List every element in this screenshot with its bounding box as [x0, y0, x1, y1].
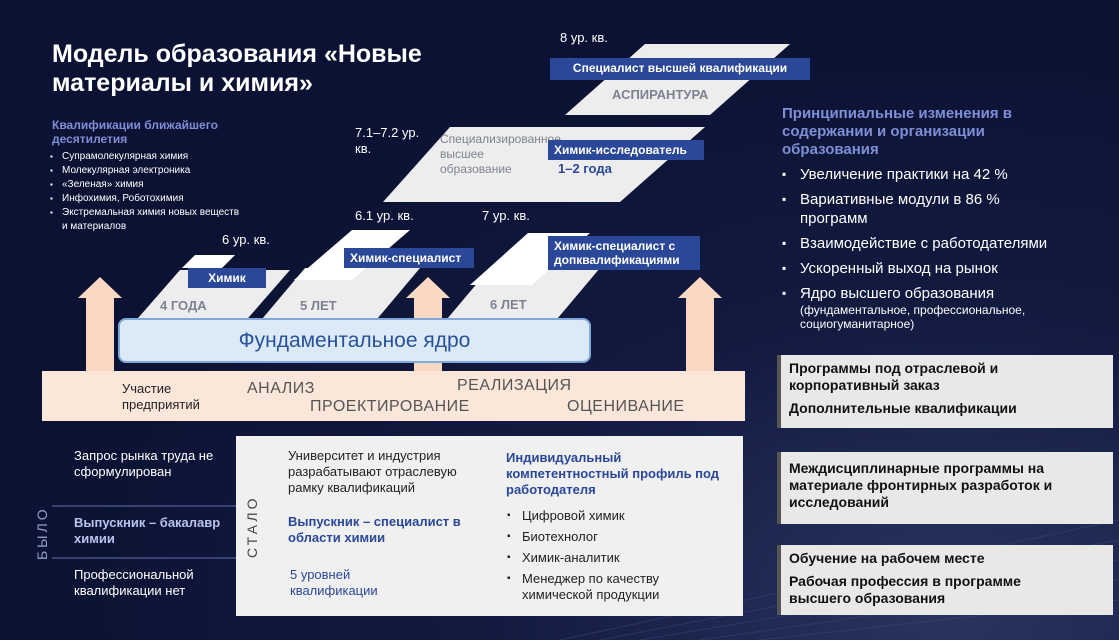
- chemist-label: Химик: [188, 268, 266, 288]
- principle-item: Взаимодействие с работодателями: [780, 234, 1100, 253]
- profile-item: Цифровой химик: [506, 508, 721, 524]
- platform-5-years: [257, 268, 420, 325]
- qualifications-list: Супрамолекулярная химия Молекулярная эле…: [50, 150, 240, 234]
- became-row-2: Выпускник – специалист в области химии: [288, 514, 461, 545]
- principle-item-core: Ядро высшего образования (фундаментально…: [780, 284, 1100, 331]
- years-6-label: 6 ЛЕТ: [490, 297, 527, 312]
- years-4-label: 4 ГОДА: [160, 298, 207, 313]
- box-workplace-learning: Обучение на рабочем месте Рабочая профес…: [777, 545, 1113, 615]
- chemist-researcher-label: Химик-исследователь: [548, 140, 704, 160]
- principle-core-text: Ядро высшего образования: [800, 285, 995, 302]
- box-industry-line2: Дополнительные квалификации: [789, 400, 1017, 416]
- qualifications-heading: Квалификации ближайшего десятилетия: [52, 118, 218, 146]
- became-row-3: 5 уровней квалификации: [290, 567, 378, 598]
- stage-evaluation: ОЦЕНИВАНИЕ: [567, 398, 685, 415]
- arrow-up-right: [678, 277, 722, 372]
- principles-list: Увеличение практики на 42 % Вариативные …: [780, 165, 1100, 337]
- chemist-specialist-label: Химик-специалист: [344, 248, 474, 268]
- level-8-label: 8 ур. кв.: [560, 30, 608, 45]
- profile-list: Цифровой химик Биотехнолог Химик-аналити…: [506, 508, 721, 608]
- became-row-1: Университет и индустрия разрабатывают от…: [288, 448, 457, 495]
- level-6-1-label: 6.1 ур. кв.: [355, 208, 414, 223]
- profile-item: Менеджер по качеству химической продукци…: [506, 571, 721, 603]
- box-workplace-line1: Обучение на рабочем месте: [789, 550, 985, 566]
- qualification-item: Инфохимия, Роботохимия: [50, 192, 240, 206]
- profile-item: Биотехнолог: [506, 529, 721, 545]
- chemist-specialist-extra-label: Химик-специалист с допквалификациями: [548, 236, 700, 270]
- process-band: Участие предприятий АНАЛИЗ ПРОЕКТИРОВАНИ…: [42, 371, 745, 421]
- qualification-item: Молекулярная электроника: [50, 164, 240, 178]
- principle-core-note: (фундаментальное, профессиональное, соци…: [800, 303, 1026, 331]
- profile-heading: Индивидуальный компетентностный профиль …: [506, 450, 720, 497]
- level-7-label: 7 ур. кв.: [482, 208, 530, 223]
- became-label: СТАЛО: [244, 495, 260, 558]
- was-row-2: Выпускник – бакалавр химии: [74, 515, 221, 546]
- was-label: БЫЛО: [34, 506, 50, 560]
- enterprise-participation: Участие предприятий: [122, 381, 200, 412]
- box-workplace-line2: Рабочая профессия в программе высшего об…: [789, 573, 1021, 606]
- principle-item: Вариативные модули в 86 % программ: [780, 190, 1000, 228]
- principle-item: Увеличение практики на 42 %: [780, 165, 1100, 184]
- principles-heading: Принципиальные изменения в содержании и …: [782, 105, 1012, 158]
- box-interdisciplinary-text: Междисциплинарные программы на материале…: [789, 460, 1053, 510]
- top-specialist-label: Специалист высшей квалификации: [550, 58, 810, 80]
- duration-label: 1–2 года: [558, 161, 612, 176]
- qualification-item: Экстремальная химия новых веществ и мате…: [50, 206, 240, 234]
- box-industry-line1: Программы под отраслевой и корпоративный…: [789, 360, 999, 393]
- box-interdisciplinary: Междисциплинарные программы на материале…: [777, 452, 1113, 524]
- qualification-item: Супрамолекулярная химия: [50, 150, 240, 164]
- specialized-education-label: Специализированное высшее образование: [440, 132, 561, 176]
- level-7-1-label: 7.1–7.2 ур. кв.: [355, 125, 420, 156]
- arrow-up-left: [78, 277, 122, 372]
- was-row-1: Запрос рынка труда не сформулирован: [74, 448, 214, 479]
- box-industry-programs: Программы под отраслевой и корпоративный…: [777, 355, 1113, 428]
- stage-design: ПРОЕКТИРОВАНИЕ: [310, 398, 470, 415]
- profile-item: Химик-аналитик: [506, 550, 721, 566]
- fundamental-core: Фундаментальное ядро: [118, 318, 591, 363]
- aspirantura-label: АСПИРАНТУРА: [612, 87, 709, 102]
- page-title: Модель образования «Новые материалы и хи…: [52, 40, 422, 97]
- stage-implementation: РЕАЛИЗАЦИЯ: [457, 377, 572, 394]
- principle-item: Ускоренный выход на рынок: [780, 259, 1100, 278]
- was-row-3: Профессиональной квалификации нет: [74, 567, 194, 598]
- qualification-item: «Зеленая» химия: [50, 178, 240, 192]
- years-5-label: 5 ЛЕТ: [300, 298, 337, 313]
- platform-chemist-step: [182, 255, 235, 268]
- level-6-label: 6 ур. кв.: [222, 232, 270, 247]
- stage-analysis: АНАЛИЗ: [247, 380, 315, 397]
